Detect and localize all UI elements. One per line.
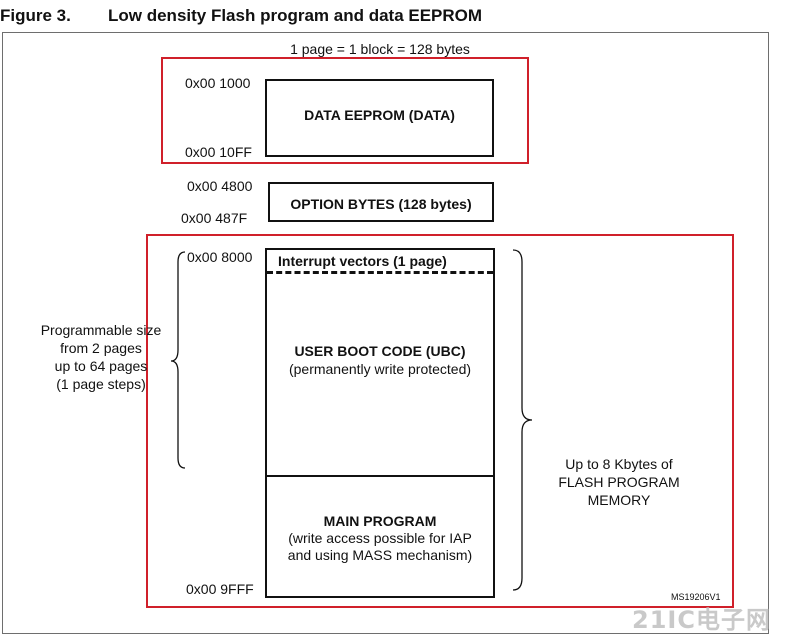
option-bytes-addr-end: 0x00 487F bbox=[181, 210, 248, 226]
watermark-logo: 21IC电子网 bbox=[632, 606, 771, 634]
data-eeprom-block: DATA EEPROM (DATA) bbox=[265, 79, 494, 157]
data-eeprom-label: DATA EEPROM (DATA) bbox=[304, 107, 455, 123]
ubc-main-divider bbox=[267, 475, 493, 477]
option-bytes-block: OPTION BYTES (128 bytes) bbox=[268, 182, 494, 222]
option-bytes-addr-start: 0x00 4800 bbox=[187, 178, 253, 194]
ubc-title: USER BOOT CODE (UBC) bbox=[294, 343, 466, 359]
interrupt-vectors-label: Interrupt vectors (1 page) bbox=[278, 253, 447, 269]
left-brace-icon bbox=[170, 251, 186, 469]
eeprom-addr-start: 0x00 1000 bbox=[185, 75, 251, 91]
figure-frame bbox=[2, 32, 769, 634]
main-program-note-2: and using MASS mechanism) bbox=[287, 547, 473, 563]
eeprom-addr-end: 0x00 10FF bbox=[185, 144, 252, 160]
flash-addr-end: 0x00 9FFF bbox=[186, 581, 254, 597]
right-brace-icon bbox=[512, 249, 533, 591]
interrupt-vectors-divider bbox=[267, 271, 493, 274]
option-bytes-label: OPTION BYTES (128 bytes) bbox=[290, 196, 472, 212]
figure-title: Figure 3. Low density Flash program and d… bbox=[0, 6, 482, 26]
flash-addr-start: 0x00 8000 bbox=[187, 249, 253, 265]
flash-capacity-line: MEMORY bbox=[587, 492, 651, 508]
programmable-size-line: (1 page steps) bbox=[56, 376, 146, 392]
page-size-note: 1 page = 1 block = 128 bytes bbox=[290, 41, 470, 57]
programmable-size-note: Programmable size from 2 pages up to 64 … bbox=[22, 321, 180, 393]
flash-capacity-line: Up to 8 Kbytes of bbox=[565, 456, 673, 472]
flash-capacity-line: FLASH PROGRAM bbox=[558, 474, 680, 490]
programmable-size-line: up to 64 pages bbox=[54, 358, 148, 374]
main-program-note-1: (write access possible for IAP bbox=[288, 530, 472, 546]
eeprom-highlight bbox=[161, 57, 529, 164]
ubc-note: (permanently write protected) bbox=[288, 361, 472, 377]
programmable-size-line: Programmable size bbox=[40, 322, 162, 338]
figure-number: Figure 3. bbox=[0, 6, 71, 25]
figure-caption: Low density Flash program and data EEPRO… bbox=[108, 6, 483, 25]
main-program-title: MAIN PROGRAM bbox=[323, 513, 437, 529]
flash-capacity-note: Up to 8 Kbytes of FLASH PROGRAM MEMORY bbox=[540, 455, 698, 509]
programmable-size-line: from 2 pages bbox=[60, 340, 142, 356]
flash-highlight bbox=[146, 234, 734, 608]
flash-memory-block: Interrupt vectors (1 page) USER BOOT COD… bbox=[265, 248, 495, 598]
reference-code: MS19206V1 bbox=[671, 592, 721, 602]
